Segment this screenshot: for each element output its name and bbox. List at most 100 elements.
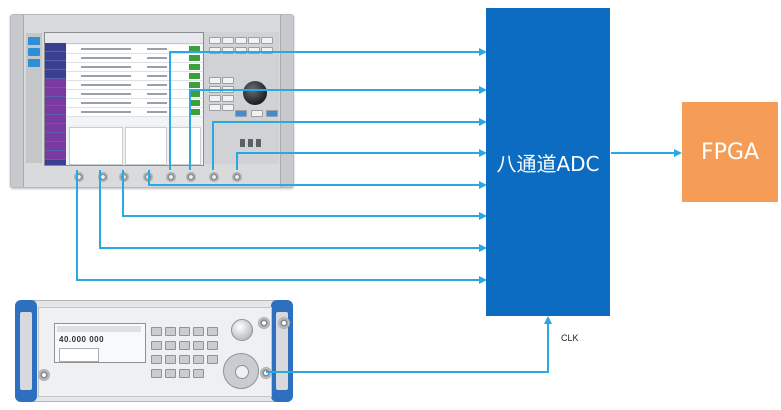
usb-port	[248, 139, 253, 147]
on-indicator	[189, 55, 200, 61]
channel-wire	[236, 149, 487, 170]
channel-row	[67, 54, 202, 63]
rf-output-connector	[186, 172, 196, 182]
keypad-key	[179, 327, 190, 336]
channel-tab	[45, 106, 66, 115]
channel-row	[67, 63, 202, 72]
keypad-key	[193, 341, 204, 350]
on-indicator	[189, 64, 200, 70]
keypad-key	[207, 355, 218, 364]
channel-column	[45, 43, 66, 165]
frequency-readout: 40.000 000	[59, 335, 105, 344]
clock-wire	[266, 316, 552, 373]
rack-handle-left	[11, 15, 24, 187]
keypad-key	[165, 341, 176, 350]
channel-tab	[45, 97, 66, 106]
fpga-label: FPGA	[700, 139, 760, 165]
channel-wire	[99, 170, 487, 252]
channel-row	[67, 72, 202, 81]
keypad-key	[207, 341, 218, 350]
channel-wire	[76, 170, 487, 284]
keypad-key	[179, 355, 190, 364]
function-key	[222, 47, 234, 54]
keypad-key	[165, 355, 176, 364]
usb-port	[240, 139, 245, 147]
rf-connector	[278, 317, 290, 329]
numeric-key	[222, 95, 234, 102]
keypad-key	[179, 341, 190, 350]
lcd-header	[57, 326, 141, 332]
channel-tab	[45, 124, 66, 133]
rf-output-connector	[166, 172, 176, 182]
adc-block: 八通道ADC	[486, 8, 610, 316]
numeric-key	[222, 104, 234, 111]
function-key	[261, 37, 273, 44]
lcd-sub-panel	[59, 348, 99, 362]
numeric-key	[209, 77, 221, 84]
rf-output-connector	[98, 172, 108, 182]
blue-key	[266, 110, 278, 117]
info-box	[69, 127, 123, 165]
channel-row	[67, 108, 202, 117]
numeric-key	[209, 104, 221, 111]
channel-wire	[148, 170, 487, 189]
on-indicator	[189, 46, 200, 52]
channel-tab	[45, 115, 66, 124]
channel-wire	[189, 86, 487, 170]
channel-wire	[169, 48, 487, 170]
clock-label: CLK	[561, 333, 579, 343]
rotary-knob	[243, 81, 267, 105]
display-info-panel	[67, 125, 202, 165]
keypad-key	[193, 327, 204, 336]
channel-tab	[45, 79, 66, 88]
rf-output-connector	[232, 172, 242, 182]
blue-key	[235, 110, 247, 117]
rf-output-connector	[74, 172, 84, 182]
channel-tab	[45, 151, 66, 160]
on-indicator	[189, 91, 200, 97]
channel-tab	[45, 133, 66, 142]
generator-lcd: 40.000 000	[54, 323, 146, 363]
usb-port	[256, 139, 261, 147]
keypad-key	[193, 355, 204, 364]
keypad-key	[165, 327, 176, 336]
function-key	[222, 37, 234, 44]
on-indicator	[189, 82, 200, 88]
function-key	[248, 47, 260, 54]
multichannel-signal-generator	[10, 14, 294, 188]
channel-row	[67, 99, 202, 108]
info-box	[169, 127, 201, 165]
channel-wire	[212, 118, 487, 170]
keypad-key	[165, 369, 176, 378]
rack-handle-right	[280, 15, 293, 187]
keypad-key	[151, 327, 162, 336]
function-key	[261, 47, 273, 54]
arrow-key	[251, 110, 263, 117]
keypad-key	[151, 369, 162, 378]
numeric-key	[209, 95, 221, 102]
fpga-block: FPGA	[682, 102, 778, 202]
rf-connector	[258, 317, 270, 329]
on-indicator	[189, 73, 200, 79]
function-key	[248, 37, 260, 44]
channel-tab	[45, 61, 66, 70]
keypad-key	[151, 355, 162, 364]
keypad-key	[179, 369, 190, 378]
numeric-key	[222, 77, 234, 84]
info-box	[125, 127, 167, 165]
keypad-key	[151, 341, 162, 350]
keypad-key	[207, 327, 218, 336]
rf-output-connector	[209, 172, 219, 182]
adc-label: 八通道ADC	[496, 151, 600, 176]
channel-wire	[122, 170, 487, 220]
on-indicator	[189, 100, 200, 106]
blue-key	[28, 59, 40, 67]
blue-key	[28, 37, 40, 45]
function-key	[209, 47, 221, 54]
channel-row	[67, 45, 202, 54]
blue-key	[28, 48, 40, 56]
function-key	[235, 37, 247, 44]
navigation-pad	[223, 353, 259, 389]
bumper-left	[15, 300, 37, 402]
